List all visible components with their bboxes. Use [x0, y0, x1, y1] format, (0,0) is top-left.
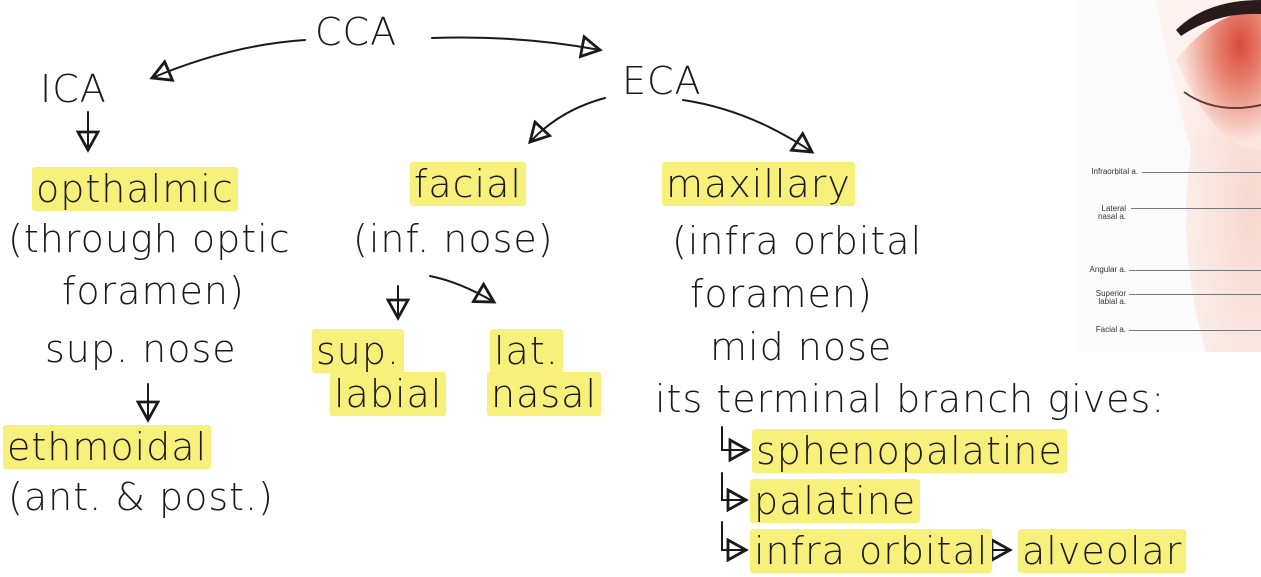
- node-maxillary: maxillary: [662, 162, 855, 206]
- alveolar-highlight: alveolar: [1018, 529, 1187, 573]
- node-lat: lat.: [490, 329, 563, 373]
- node-eca: ECA: [622, 59, 702, 103]
- lat-highlight: lat.: [490, 329, 563, 373]
- face-illustration: [1156, 0, 1261, 352]
- node-sup-nose: sup. nose: [45, 327, 237, 371]
- labial-highlight: labial: [330, 372, 447, 416]
- node-cca: CCA: [315, 10, 398, 54]
- opthalmic-highlight: opthalmic: [32, 167, 238, 211]
- leader-facial: [1129, 330, 1261, 331]
- arrow-cca-to-eca: [431, 38, 600, 51]
- arrow-terminal-to-sphenopalatine: [721, 426, 748, 450]
- arrow-facial-to-lat-nasal: [429, 275, 494, 302]
- maxillary-highlight: maxillary: [662, 162, 855, 206]
- label-superior-labial: Superior labial a.: [1095, 289, 1126, 307]
- maxillary-note-2: foramen): [690, 272, 873, 316]
- node-labial: labial: [330, 372, 447, 416]
- label-facial: Facial a.: [1095, 325, 1126, 334]
- node-alveolar: alveolar: [1018, 529, 1187, 573]
- node-ica: ICA: [40, 67, 107, 111]
- node-sup: sup.: [312, 329, 405, 373]
- arrow-cca-to-ica: [152, 39, 306, 78]
- arrow-eca-to-facial: [530, 97, 606, 142]
- opthalmic-note-1: (through optic: [8, 217, 291, 261]
- facial-highlight: facial: [410, 162, 526, 206]
- arrow-terminal-to-infraorbital: [721, 521, 746, 550]
- node-palatine: palatine: [750, 479, 921, 523]
- node-sphenopalatine: sphenopalatine: [752, 429, 1067, 473]
- terminal-branch-text: its terminal branch gives:: [655, 377, 1166, 421]
- leader-lateral-nasal: [1131, 208, 1261, 209]
- leader-angular: [1129, 270, 1261, 271]
- facial-note: (inf. nose): [353, 217, 554, 261]
- node-facial: facial: [410, 162, 526, 206]
- node-infra-orbital: infra orbital: [750, 529, 993, 573]
- leader-infraorbital: [1142, 172, 1261, 173]
- label-lateral-nasal: Lateral nasal a.: [1097, 204, 1126, 222]
- sphenopalatine-highlight: sphenopalatine: [752, 429, 1067, 473]
- opthalmic-note-2: foramen): [62, 269, 245, 313]
- maxillary-note-1: (infra orbital: [672, 219, 923, 263]
- node-nasal: nasal: [487, 372, 602, 416]
- palatine-highlight: palatine: [750, 479, 921, 523]
- node-ethmoidal: ethmoidal: [3, 425, 212, 469]
- node-opthalmic: opthalmic: [32, 167, 238, 211]
- arrow-terminal-to-palatine: [721, 472, 746, 500]
- infra-orbital-highlight: infra orbital: [750, 529, 993, 573]
- label-angular: Angular a.: [1089, 265, 1126, 274]
- ethmoidal-highlight: ethmoidal: [3, 425, 212, 469]
- label-infraorbital: Infraorbital a.: [1091, 167, 1138, 176]
- arrow-eca-to-maxillary: [682, 99, 812, 152]
- anatomy-figure: Infraorbital a. Lateral nasal a. Angular…: [1076, 0, 1261, 352]
- ethmoidal-note: (ant. & post.): [8, 475, 274, 519]
- sup-highlight: sup.: [312, 329, 405, 373]
- node-mid-nose: mid nose: [710, 325, 893, 369]
- nasal-highlight: nasal: [487, 372, 602, 416]
- leader-superior-labial: [1129, 294, 1261, 295]
